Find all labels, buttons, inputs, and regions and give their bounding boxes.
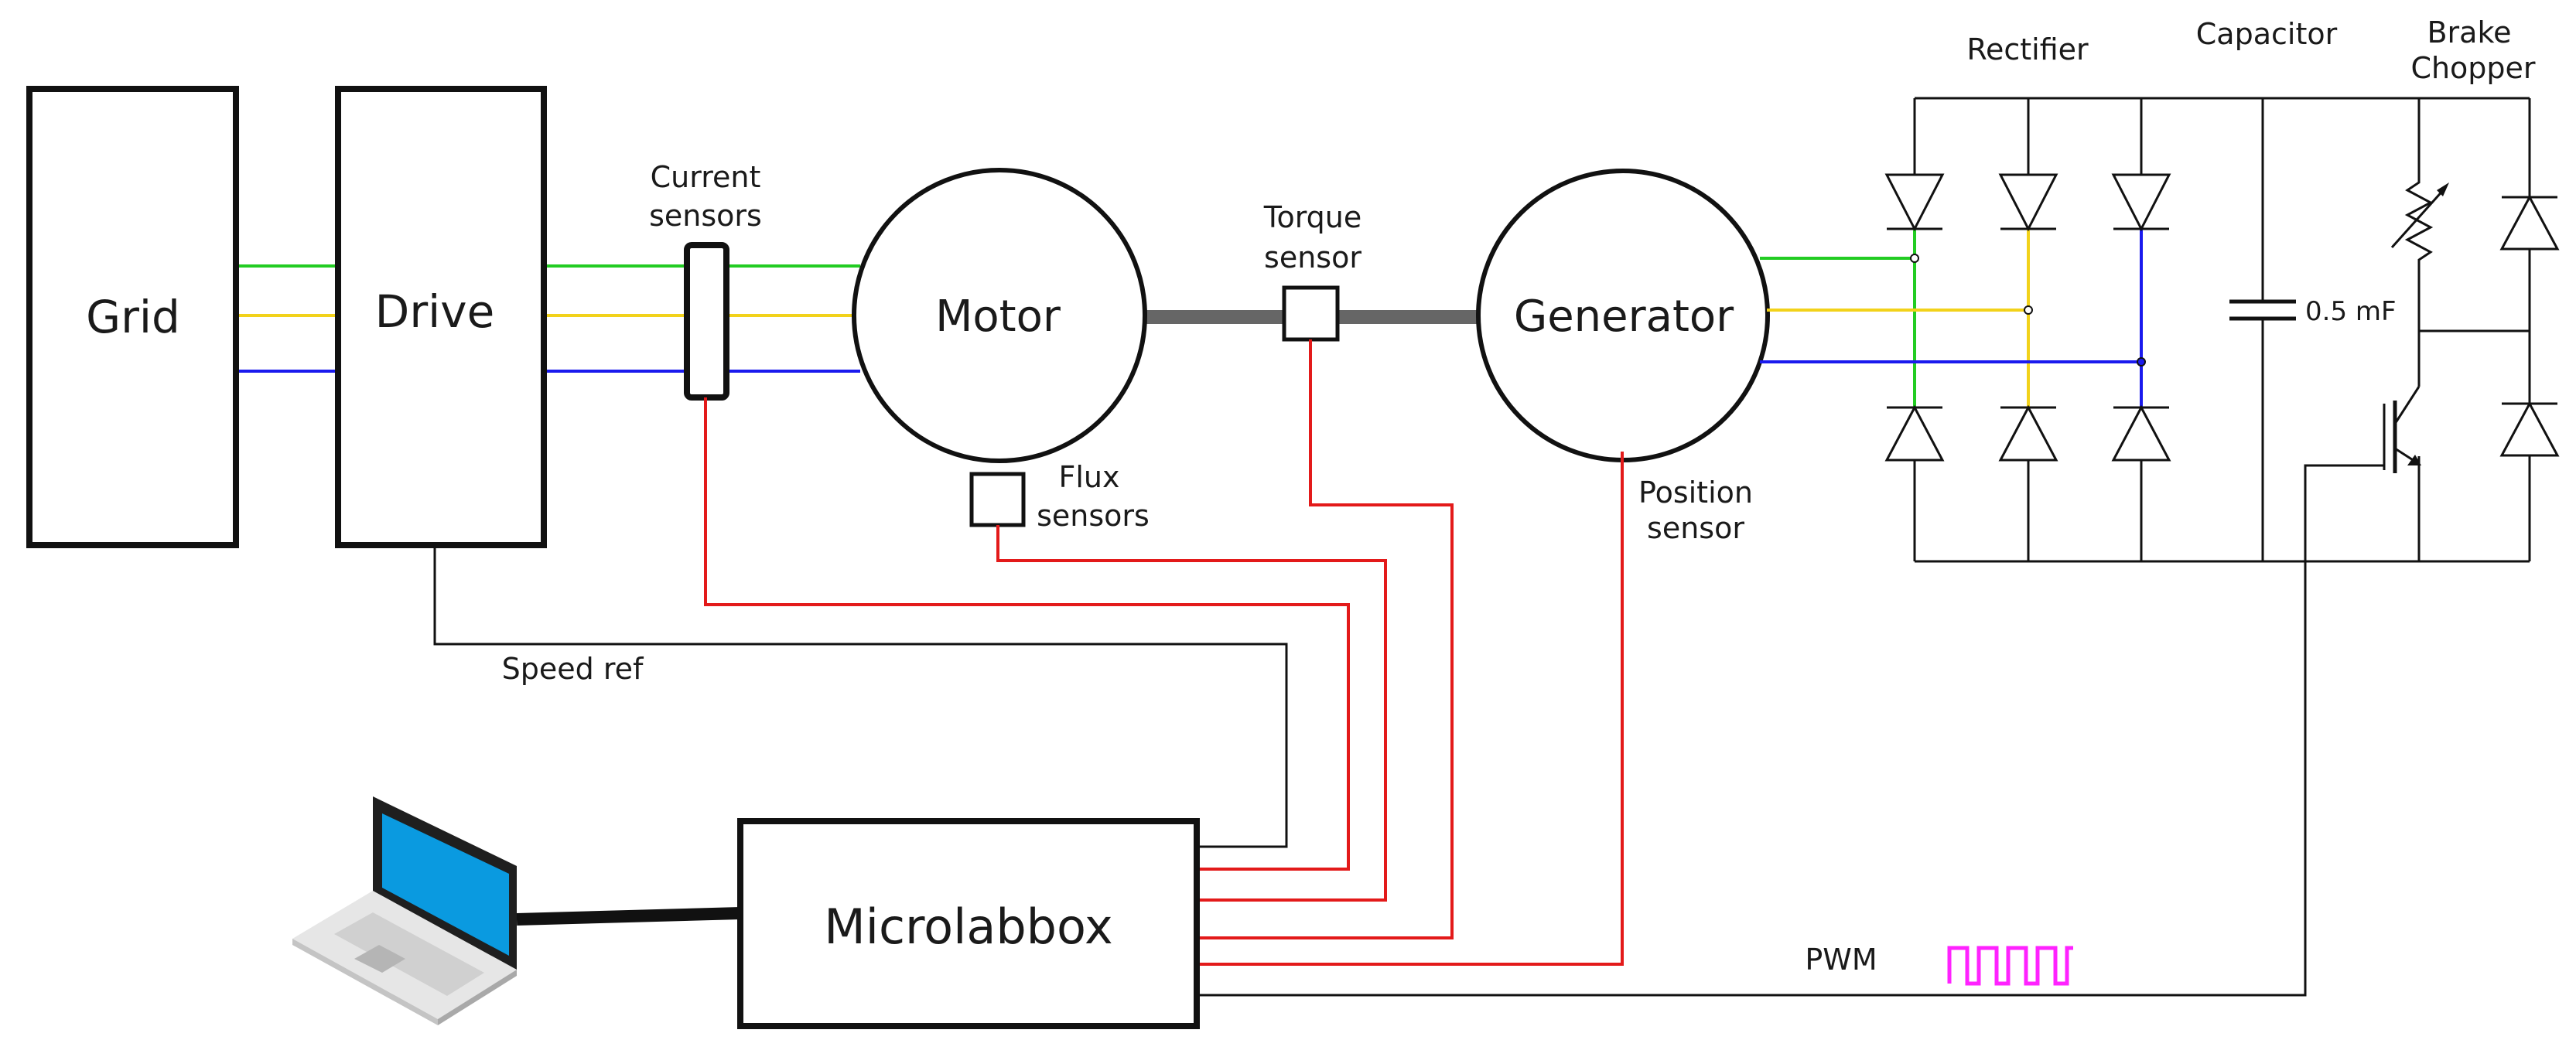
grid-block [26,86,239,548]
brake-transistor-symbol [2383,386,2421,473]
capacitance-value: 0.5 mF [2305,296,2397,327]
flux-sensor-signal [996,525,1387,902]
motor-circle [852,168,1147,463]
torque-sensor-label-line1: Torque [1263,200,1362,234]
generator-label: Generator [1514,292,1734,342]
current-sensors-label-line1: Current [651,160,761,194]
rectifier-label: Rectifier [1966,32,2089,66]
position-sensor-label-line2: sensor [1647,511,1744,545]
drive-label: Drive [375,285,495,338]
microlabbox-label: Microlabbox [824,898,1113,955]
sensor-signal-lines [704,339,1624,966]
flux-sensors-label-line2: sensors [1037,499,1150,533]
brake-chopper-label-line1: Brake [2427,15,2511,49]
flux-sensors-label-line1: Flux [1059,460,1120,494]
laptop-icon [292,796,741,1025]
pwm-signal-line [1197,464,2384,997]
position-sensor-signal [1197,452,1624,966]
motor-label: Motor [935,292,1061,342]
pwm-waveform-icon [1947,946,2073,986]
capacitor-label: Capacitor [2196,17,2338,51]
torque-sensor-block [1282,285,1340,342]
capacitor-symbol [2229,299,2296,321]
speed-ref-line [433,545,1288,848]
torque-sensor-signal [1197,339,1454,939]
flux-sensors-block [969,472,1026,527]
grid-drive-phase-lines [236,264,338,373]
position-sensor-label-line1: Position [1638,476,1753,510]
brake-chopper-label-line2: Chopper [2410,51,2535,85]
pwm-label: PWM [1805,943,1877,977]
current-sensors-block [684,242,729,401]
generator-rectifier-phase-lines [1760,218,2146,414]
speed-ref-label: Speed ref [502,652,644,686]
dc-bus-wiring [1913,97,2531,563]
grid-label: Grid [86,291,180,343]
brake-resistor-symbol [2390,170,2449,267]
torque-sensor-label-line2: sensor [1264,240,1361,274]
current-sensors-label-line2: sensors [649,199,762,233]
drive-block [335,86,547,548]
microlabbox-block [737,818,1200,1029]
current-sensor-signal [704,397,1350,871]
rectifier-diodes [1884,173,2171,462]
brake-freewheel-diodes [2499,194,2560,457]
